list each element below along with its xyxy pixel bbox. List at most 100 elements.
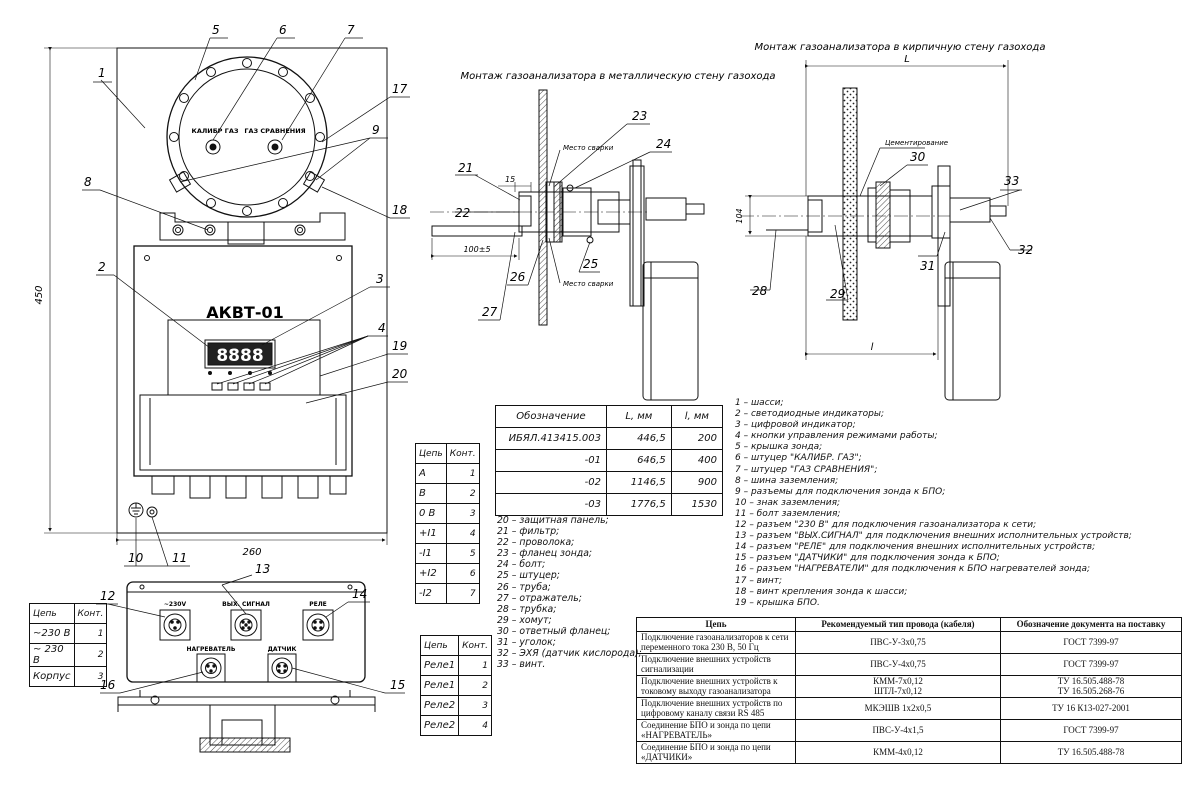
model-l: 900: [670, 471, 724, 494]
cable-circuit: Соединение БПО и зонда по цепи «НАГРЕВАТ…: [636, 719, 796, 742]
metal-wall: [538, 89, 548, 326]
legend-item: 18 – винт крепления зонда к шасси;: [735, 586, 908, 597]
cable-doc: ТУ 16 К13-027-2001: [1000, 697, 1182, 720]
legend-item: 21 – фильтр;: [497, 526, 560, 538]
probe-tube: [807, 195, 933, 237]
pin-contact: 4: [445, 523, 480, 544]
pin-circuit: -I1: [415, 543, 447, 564]
cable-circuit: Подключение газоанализаторов к сети пере…: [636, 631, 796, 654]
callout-12: 12: [100, 589, 115, 603]
callout-5: 5: [212, 23, 220, 37]
legend-item: 15 – разъем "ДАТЧИКИ" для подключения зо…: [735, 553, 1000, 564]
callout-21: 21: [458, 161, 473, 175]
pin-contact: 4: [458, 715, 492, 736]
bottom-connector-labels: ~230V ВЫХ. СИГНАЛ РЕЛЕ НАГРЕВАТЕЛЬ ДАТЧИ…: [164, 601, 327, 653]
cable-header-wire: Рекомендуемый тип провода (кабеля): [795, 617, 1001, 632]
model-l: 1530: [670, 493, 724, 516]
pin-circuit: ~230 В: [29, 623, 75, 644]
label-calib-gas: КАЛИБР ГАЗ: [192, 127, 239, 135]
label-out-signal: ВЫХ. СИГНАЛ: [222, 601, 270, 608]
pin-circuit: B: [415, 483, 447, 504]
pin-230-header-circuit: Цепь: [29, 603, 75, 624]
pin-contact: 3: [458, 695, 492, 716]
callout-22: 22: [455, 206, 470, 220]
pin-circuit: Реле1: [419, 655, 460, 676]
dim-100: 100±5: [463, 245, 490, 254]
metal-callouts: 21 22 23 24 25 26 27: [455, 109, 671, 319]
callout-27: 27: [482, 305, 498, 319]
legend-item: 25 – штуцер;: [497, 570, 560, 582]
callout-18: 18: [392, 203, 408, 217]
callout-24: 24: [656, 137, 671, 151]
legend-item: 7 – штуцер "ГАЗ СРАВНЕНИЯ";: [735, 464, 878, 475]
brick-section-title: Монтаж газоанализатора в кирпичную стену…: [755, 42, 1046, 53]
display-digits: 8888: [216, 346, 263, 366]
cable-doc: ГОСТ 7399-97: [1000, 653, 1182, 676]
cable-wire: ПВС-У-4х0,75: [795, 653, 1001, 676]
flange-bolts: [169, 58, 325, 216]
model-L: 1146,5: [606, 471, 672, 494]
front-callouts: 1 2 3 4 5 6 7 8 9 10 11 17 18 19 20: [84, 23, 408, 565]
dim-height: 450: [34, 285, 45, 304]
callout-8: 8: [84, 175, 92, 189]
callout-10: 10: [128, 551, 144, 565]
probe-flange: [166, 56, 328, 218]
legend-item: 27 – отражатель;: [497, 592, 582, 604]
callout-14: 14: [352, 587, 367, 601]
dim-L: L: [904, 54, 910, 65]
connector-sensor: [267, 653, 297, 683]
pin-contact: 3: [445, 503, 480, 524]
model-designation: ИБЯЛ.413415.003: [495, 427, 607, 450]
callout-11: 11: [172, 551, 187, 565]
cable-header-doc: Обозначение документа на поставку: [1000, 617, 1182, 632]
model-designation: -03: [495, 493, 607, 516]
cable-doc: ТУ 16.505.488-78: [1000, 741, 1182, 764]
cable-wire: МКЭШВ 1х2х0,5: [795, 697, 1001, 720]
device-name: АКВТ-01: [206, 303, 283, 322]
cable-wire: КММ-7х0,12 ШТЛ-7х0,12: [795, 675, 1001, 698]
label-heater: НАГРЕВАТЕЛЬ: [187, 646, 236, 653]
pin-contact: 1: [73, 623, 108, 644]
legend-item: 1 – шасси;: [735, 398, 784, 408]
legend-item: 4 – кнопки управления режимами работы;: [735, 431, 938, 442]
cable-glands: [151, 475, 347, 499]
pin-circuit: Реле2: [419, 695, 460, 716]
legend-item: 2 – светодиодные индикаторы;: [735, 409, 885, 420]
connector-out-signal: [230, 609, 262, 641]
pin-circuit: A: [415, 463, 447, 484]
bpo-side: [642, 261, 699, 401]
callout-13: 13: [255, 562, 270, 576]
legend-item: 28 – трубка;: [497, 603, 557, 615]
control-buttons: [211, 382, 271, 391]
pin-circuit: ~ 230 В: [29, 643, 75, 667]
label-relay: РЕЛЕ: [309, 601, 327, 608]
pin-relay-header-contact: Конт.: [458, 635, 492, 656]
dim-104: 104: [735, 208, 744, 223]
legend-item: 17 – винт;: [735, 575, 782, 586]
label-230v: ~230V: [164, 601, 187, 608]
weld-label-bottom: Место сварки: [563, 280, 614, 288]
callout-33: 33: [1004, 174, 1019, 188]
callout-2: 2: [98, 260, 106, 274]
earth-bolt: [146, 506, 158, 518]
legend-left: 20 – защитная панель; 21 – фильтр; 22 – …: [497, 515, 642, 670]
legend-right: 1 – шасси; 2 – светодиодные индикаторы; …: [735, 398, 1132, 609]
model-L: 646,5: [606, 449, 672, 472]
metal-section-title: Монтаж газоанализатора в металлическую с…: [460, 71, 775, 82]
model-designation: -02: [495, 471, 607, 494]
model-L: 1776,5: [606, 493, 672, 516]
pin-circuit: Корпус: [29, 666, 75, 687]
cable-doc: ГОСТ 7399-97: [1000, 719, 1182, 742]
pin-contact: 3: [73, 666, 108, 687]
callout-1: 1: [98, 66, 106, 80]
legend-item: 5 – крышка зонда;: [735, 442, 823, 453]
brick-wall-section: [740, 60, 1032, 401]
legend-item: 23 – фланец зонда;: [497, 548, 593, 560]
callout-7: 7: [347, 23, 355, 37]
model-l: 400: [670, 449, 724, 472]
legend-item: 8 – шина заземления;: [735, 475, 839, 486]
model-header-L: L, мм: [606, 405, 672, 428]
